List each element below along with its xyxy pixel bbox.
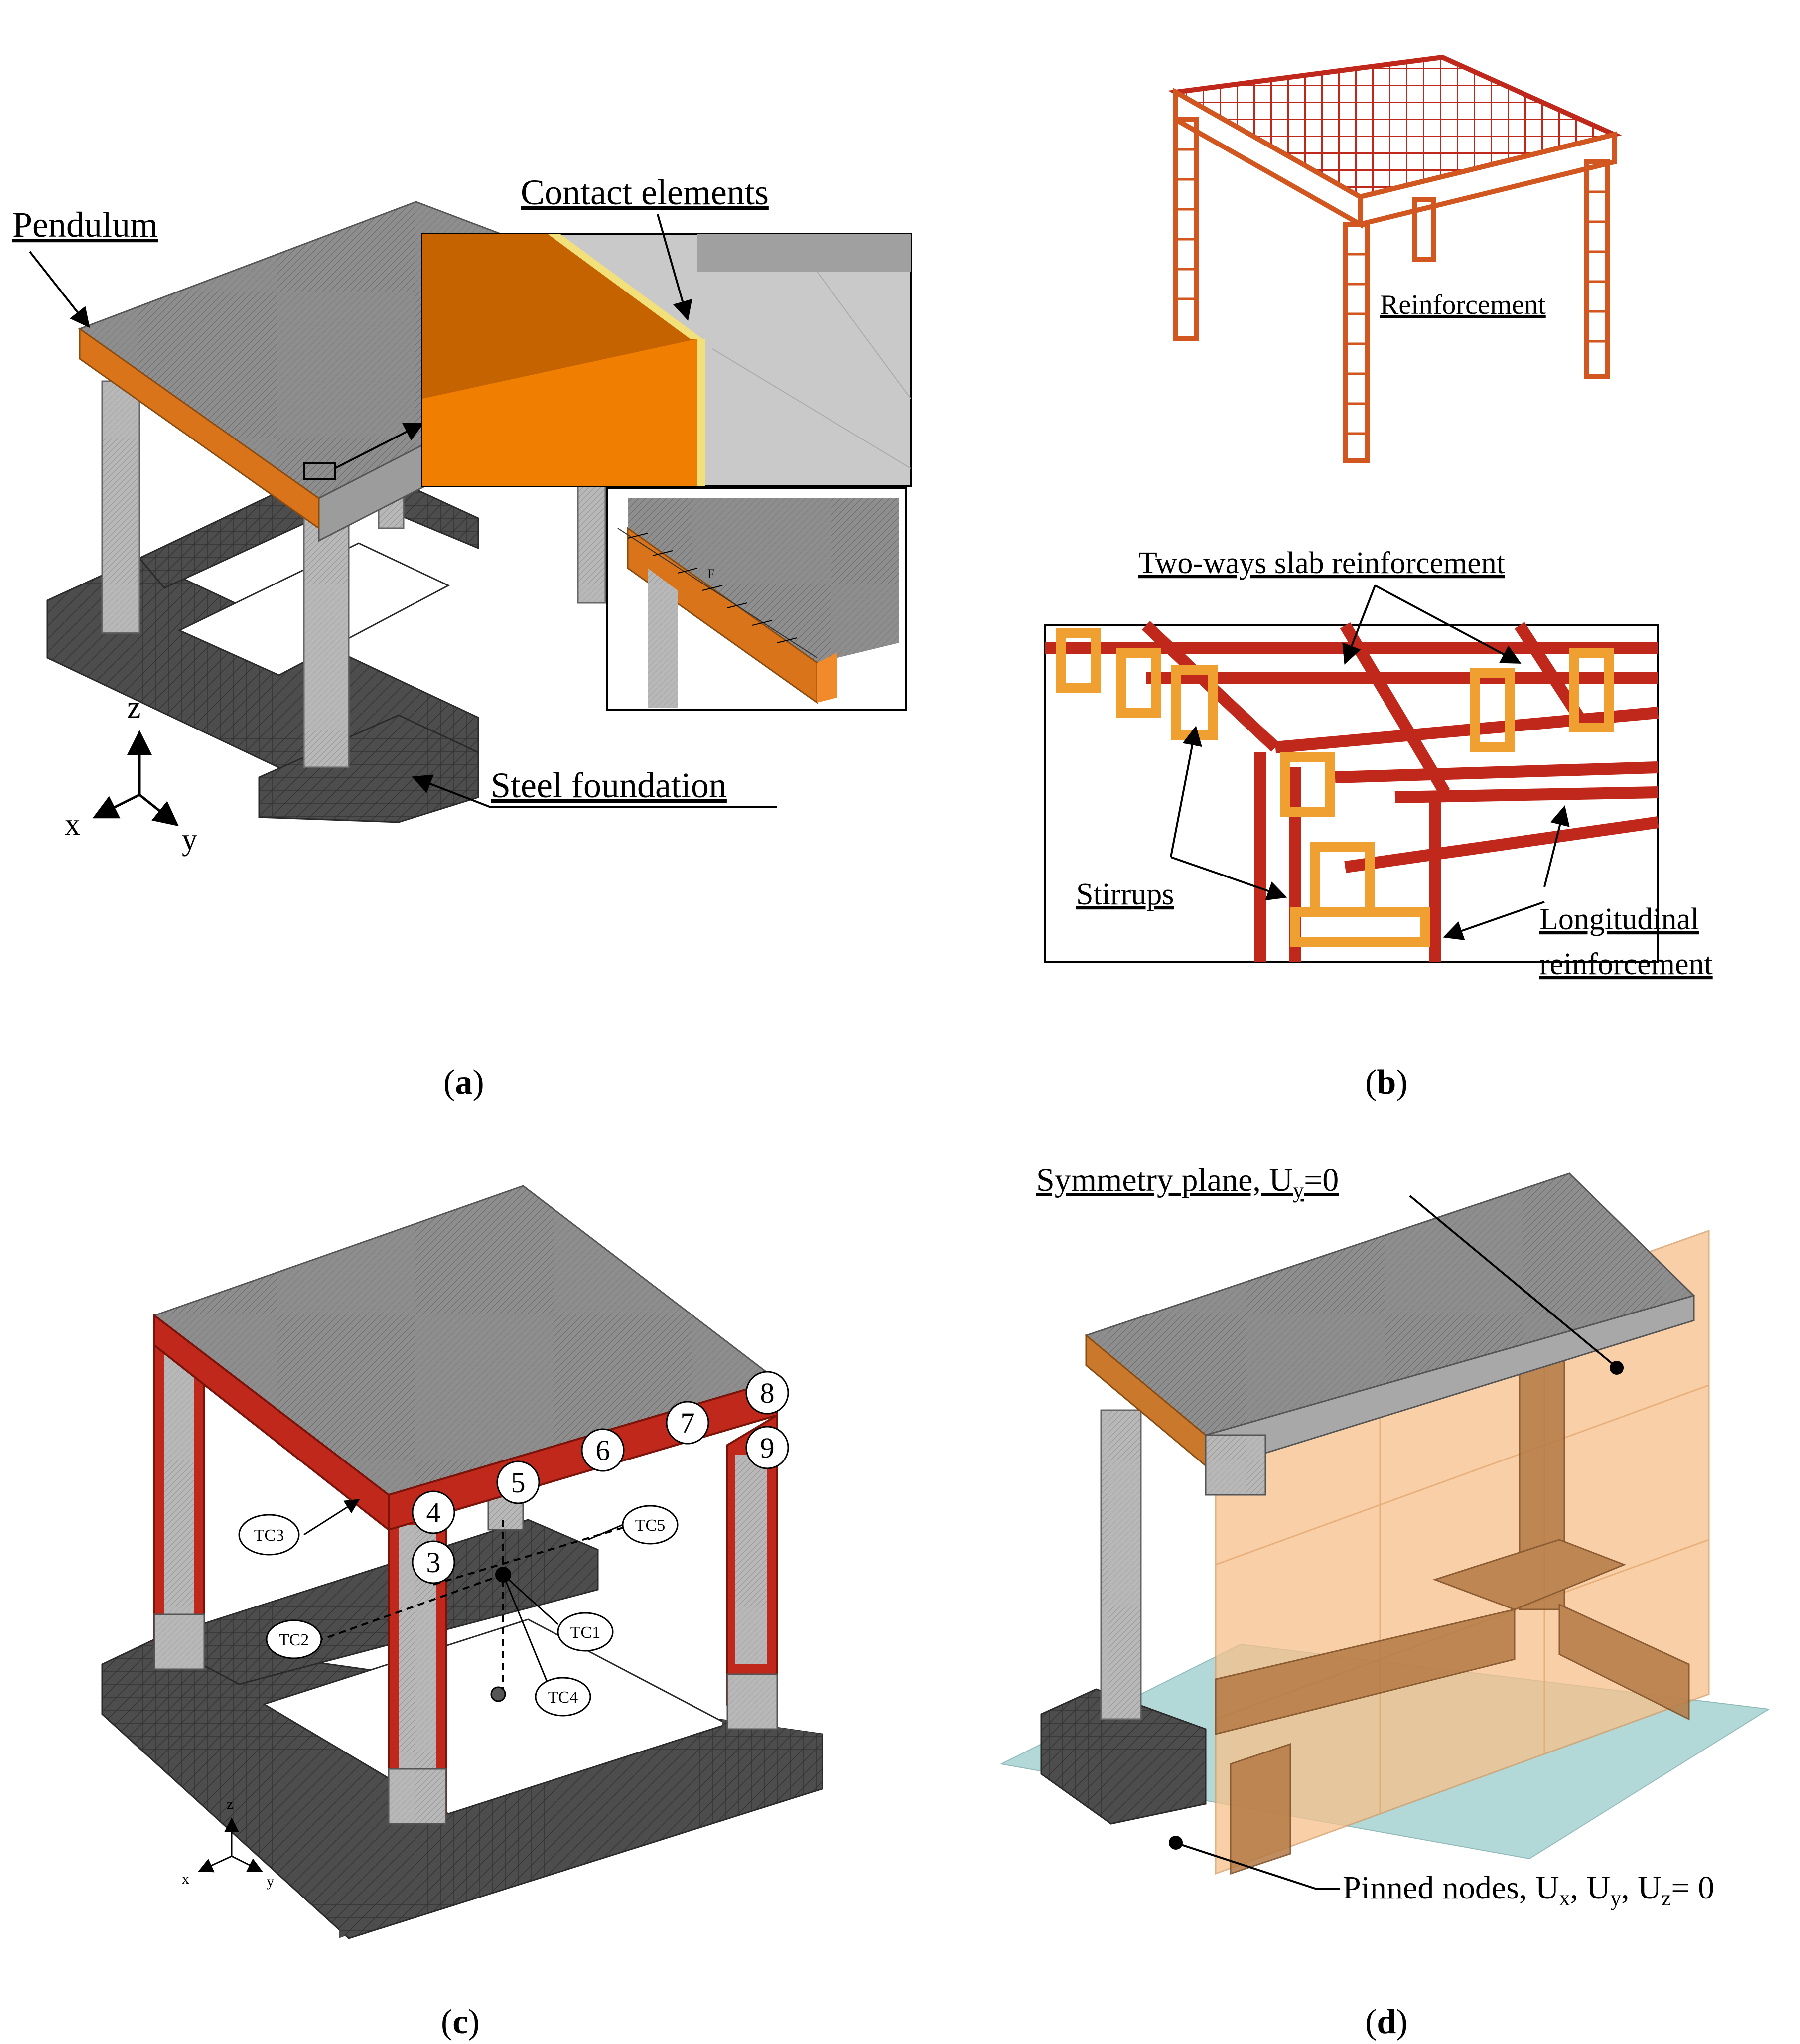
contact-elements-label: Contact elements: [521, 172, 769, 212]
longitudinal-leader-1: [1543, 805, 1570, 887]
svg-text:TC4: TC4: [548, 1688, 578, 1707]
svg-text:7: 7: [681, 1407, 695, 1439]
inset-contact: [421, 233, 912, 487]
force-symbol: F: [707, 567, 714, 581]
slab-top-c: [152, 1185, 779, 1496]
rebar-detail-inset: [1044, 621, 1659, 963]
reinforcement-cage: [1168, 54, 1622, 463]
tc4-point: [490, 1686, 506, 1702]
tc4-label: TC4: [535, 1677, 591, 1717]
steel-foundation-d: [1040, 1688, 1207, 1825]
axis-triad-c: z x y: [182, 1796, 274, 1890]
internal-members-d: [1215, 1344, 1690, 1875]
tc3-leader: [303, 1499, 360, 1536]
numbered-points: 3 4 5 6 7 8 9: [412, 1371, 789, 1584]
tc3-label: TC3: [238, 1514, 300, 1556]
symmetry-point: [1610, 1361, 1624, 1375]
inset-force: F: [606, 487, 907, 711]
longitudinal-label-2: reinforcement: [1539, 947, 1713, 981]
reinforcement-label: Reinforcement: [1380, 290, 1546, 320]
caption-d: (d): [1365, 2003, 1408, 2041]
point-7: 7: [666, 1401, 709, 1445]
axis-y-a: y: [182, 823, 197, 857]
longitudinal-label-1: Longitudinal: [1539, 902, 1699, 936]
axis-triad-a: z x y: [65, 691, 197, 857]
thermocouple-labels: TC1 TC2 TC3 TC4 TC5: [238, 1505, 679, 1717]
axis-x-a: x: [65, 808, 80, 842]
axis-x-c: x: [182, 1871, 189, 1887]
svg-text:3: 3: [426, 1546, 441, 1579]
svg-text:5: 5: [511, 1466, 526, 1499]
point-4: 4: [412, 1490, 455, 1534]
tc1-label: TC1: [557, 1612, 614, 1652]
foundation-leader: [412, 774, 777, 808]
axis-z-a: z: [127, 691, 141, 725]
stirrups-leader-2: [1170, 856, 1287, 901]
tc4-leader: [502, 1574, 549, 1685]
pinned-leader: [1178, 1843, 1340, 1890]
columns-c: [153, 1314, 778, 1825]
svg-text:9: 9: [760, 1432, 775, 1464]
svg-text:TC3: TC3: [254, 1526, 284, 1545]
slab-leader-2: [1375, 584, 1522, 664]
point-3: 3: [412, 1540, 455, 1584]
steel-foundation-c: [101, 1519, 823, 1939]
svg-text:TC5: TC5: [635, 1516, 665, 1535]
longitudinal-leader-2: [1443, 901, 1545, 940]
slab-edge-beam-d: [1205, 1434, 1266, 1496]
stirrups-label: Stirrups: [1076, 877, 1174, 911]
contact-leader: [657, 214, 692, 321]
stirrups-leader-1: [1170, 726, 1202, 858]
caption-c: (c): [441, 2003, 480, 2041]
svg-text:TC2: TC2: [279, 1631, 309, 1649]
axis-z-c: z: [227, 1796, 233, 1812]
point-8: 8: [745, 1371, 789, 1415]
symmetry-leader: [1409, 1195, 1615, 1366]
pendulum-a: [79, 327, 320, 530]
tc5-label: TC5: [622, 1505, 679, 1545]
svg-text:4: 4: [426, 1496, 441, 1529]
pendulum-leader: [29, 251, 90, 328]
slab-leader-1: [1342, 585, 1376, 665]
pinned-point: [1169, 1836, 1183, 1850]
zoom-marker-a: [303, 462, 336, 480]
panel-c: 3 4 5 6 7 8 9 TC1 TC2 TC3 TC4 TC5 z x y …: [101, 1185, 823, 2041]
tc2-label: TC2: [266, 1619, 322, 1659]
zoom-arrow-a: [334, 423, 424, 469]
svg-text:8: 8: [760, 1377, 775, 1409]
svg-text:TC1: TC1: [570, 1623, 600, 1642]
tc1-leader: [502, 1574, 559, 1625]
caption-b: (b): [1365, 1063, 1408, 1102]
beam-red-left-c: [153, 1313, 390, 1532]
two-ways-slab-label: Two-ways slab reinforcement: [1138, 546, 1505, 580]
point-9: 9: [745, 1426, 789, 1469]
panel-d: Symmetry plane, Uy=0 Pinned nodes, Ux, U…: [999, 1162, 1770, 2041]
point-5: 5: [496, 1460, 540, 1504]
caption-a: (a): [443, 1063, 484, 1102]
tc5-leader: [587, 1524, 623, 1541]
panel-b: Reinforcement: [1044, 54, 1713, 1102]
point-6: 6: [581, 1428, 625, 1472]
symmetry-plane-label: Symmetry plane, Uy=0: [1036, 1162, 1339, 1203]
pinned-nodes-label: Pinned nodes, Ux, Uy, Uz= 0: [1343, 1870, 1714, 1910]
pendulum-label: Pendulum: [12, 205, 158, 245]
steel-foundation-label: Steel foundation: [491, 765, 727, 805]
axis-y-c: y: [267, 1873, 274, 1890]
panel-a: F Pendulum Contact elements Steel founda…: [12, 172, 912, 1102]
svg-text:6: 6: [596, 1434, 610, 1466]
column-left-d: [1100, 1409, 1142, 1720]
